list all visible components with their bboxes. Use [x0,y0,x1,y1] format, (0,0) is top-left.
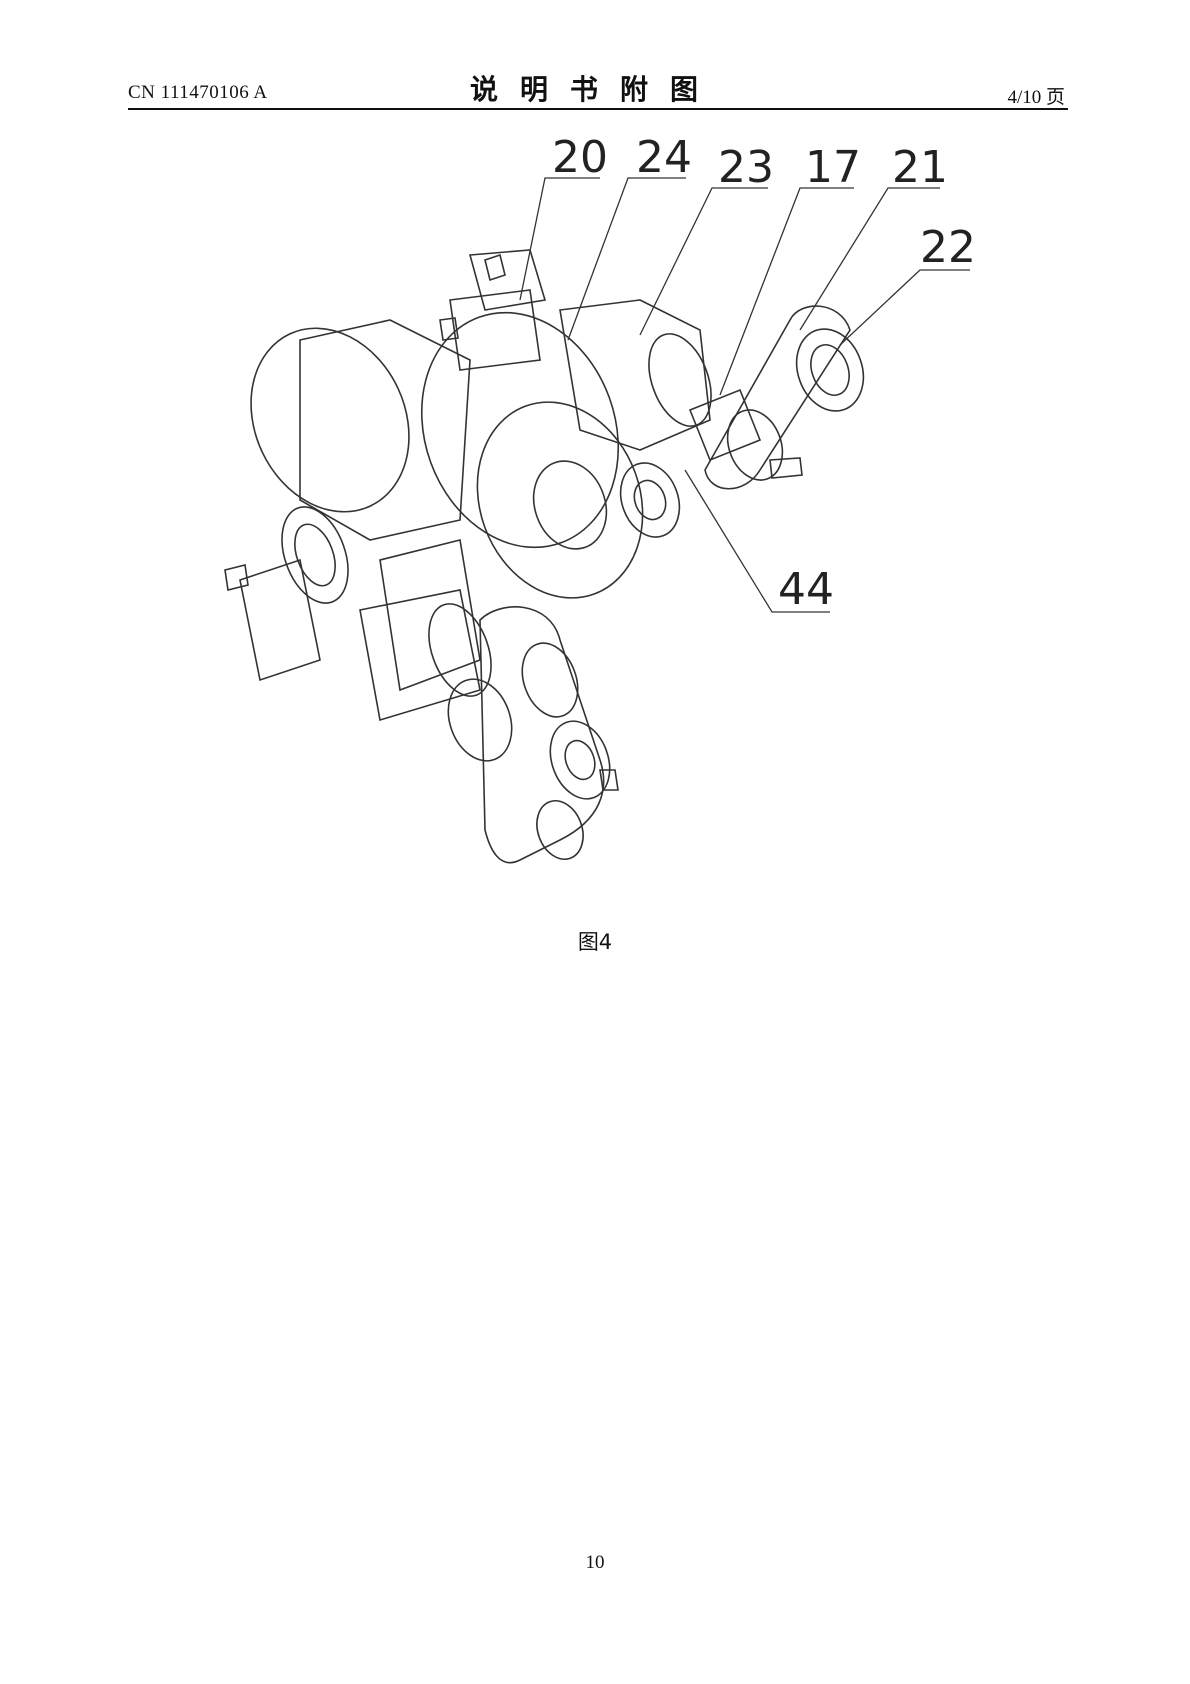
drawing-linework [224,249,865,864]
callout-20: 20 [552,132,608,183]
leader-lines [519,177,970,613]
page-counter: 4/10 页 [1007,87,1065,108]
callout-23: 23 [718,142,774,193]
patent-number: CN 111470106 A [128,82,268,103]
callout-24: 24 [636,132,692,183]
callout-17: 17 [805,142,861,193]
callout-22: 22 [920,222,976,273]
section-title: 说明书附图 [469,73,720,106]
header-rule [128,108,1068,110]
callout-44: 44 [778,564,834,615]
callout-21: 21 [892,142,948,193]
figure-caption: 图4 [577,930,613,954]
page-number: 10 [585,1552,605,1573]
